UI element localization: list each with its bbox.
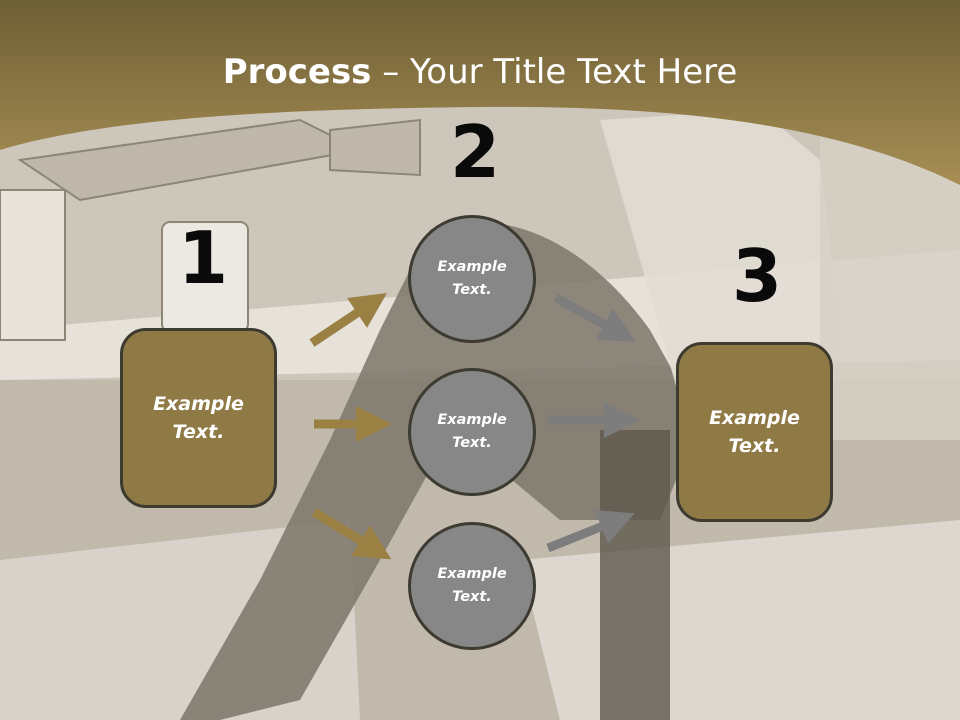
step-number-2: 2	[450, 110, 501, 194]
step-3-box[interactable]: Example Text.	[676, 342, 833, 522]
slide-title: Process – Your Title Text Here	[0, 52, 960, 92]
circle-3-text: Example Text.	[437, 565, 507, 605]
circle-1-text: Example Text.	[437, 258, 507, 298]
arrow-to-circle-3	[311, 508, 392, 560]
arrow-from-circle-1	[553, 294, 636, 342]
arrow-from-circle-3	[546, 509, 635, 553]
circle-2[interactable]: Example Text.	[408, 368, 536, 496]
title-bold: Process	[222, 52, 372, 92]
circle-2-text: Example Text.	[437, 411, 507, 451]
step-1-text: Example Text.	[153, 392, 244, 444]
circle-1[interactable]: Example Text.	[408, 215, 536, 343]
circle-3[interactable]: Example Text.	[408, 522, 536, 650]
step-number-1: 1	[178, 216, 229, 300]
step-1-box[interactable]: Example Text.	[120, 328, 277, 508]
step-3-text: Example Text.	[709, 406, 800, 458]
arrow-to-circle-1	[309, 293, 387, 347]
title-rest: – Your Title Text Here	[371, 52, 738, 92]
step-number-3: 3	[732, 234, 783, 318]
